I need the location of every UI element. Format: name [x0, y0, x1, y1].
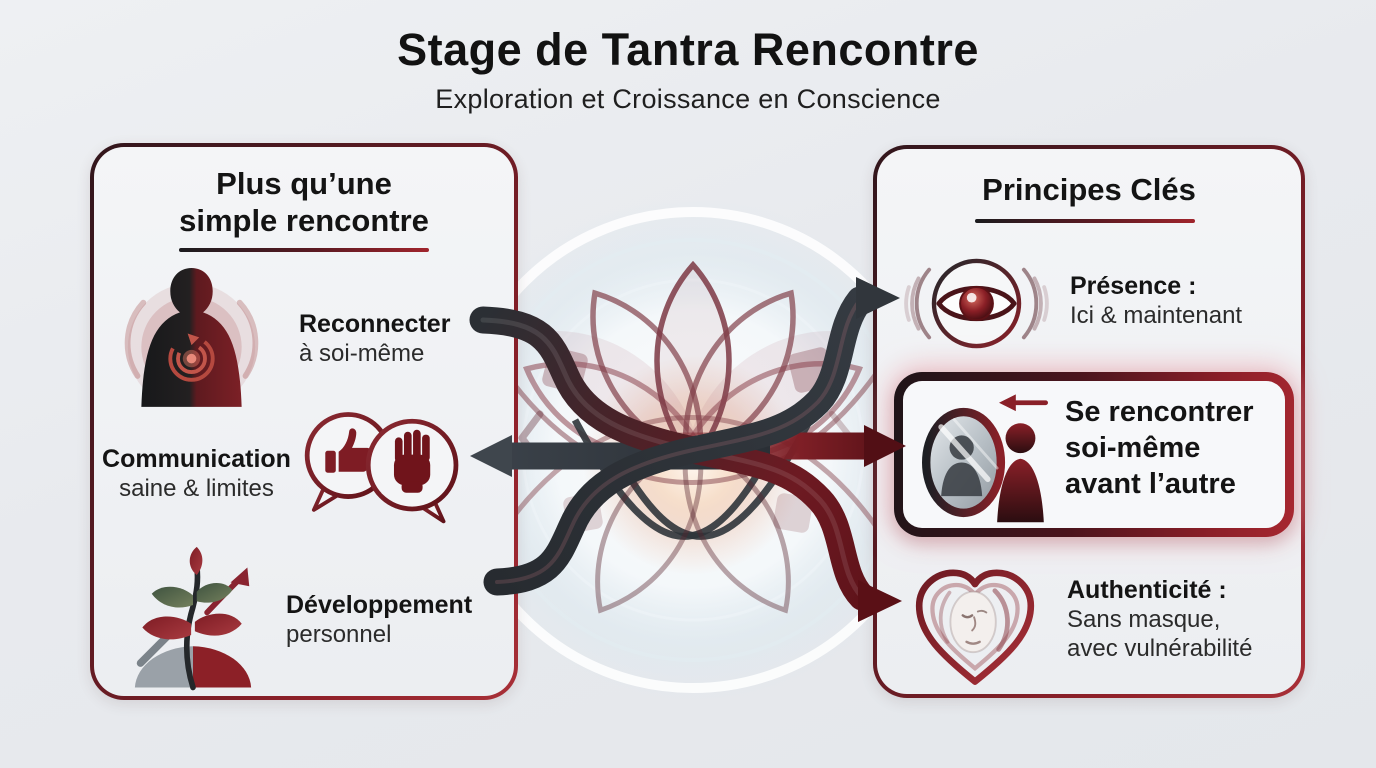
right-item-1-text: Présence : Ici & maintenant	[1070, 271, 1242, 330]
right-panel: Principes Clés	[873, 145, 1305, 698]
growth-plant-icon	[134, 546, 252, 691]
left-item-3-title: Développement	[286, 591, 473, 619]
communication-bubbles-icon	[304, 412, 459, 524]
left-item-3-text: Développement personnel	[286, 590, 472, 649]
left-heading-line2: simple rencontre	[179, 203, 429, 238]
inner-connection-icon	[124, 267, 259, 407]
left-item-1-title: Reconnecter	[299, 310, 451, 338]
page-subtitle: Exploration et Croissance en Conscience	[435, 84, 941, 114]
right-item-2-line1: Se rencontrer	[1065, 396, 1254, 428]
right-item-3-subtitle-2: avec vulnérabilité	[1067, 635, 1253, 662]
right-item-1-title: Présence :	[1070, 272, 1197, 300]
highlighted-principle-box: Se rencontrer soi-même avant l’autre	[894, 372, 1294, 537]
left-item-3-subtitle: personnel	[286, 621, 392, 648]
left-item-1-text: Reconnecter à soi-même	[299, 309, 450, 368]
left-panel: Plus qu’une simple rencontre	[90, 143, 518, 700]
presence-eye-icon	[904, 258, 1049, 349]
right-item-2-text: Se rencontrer soi-même avant l’autre	[1065, 394, 1254, 502]
left-item-2-text: Communication saine & limites	[94, 444, 299, 503]
left-heading-line1: Plus qu’une	[216, 166, 392, 201]
mirror-reflection-icon	[922, 394, 1048, 523]
left-panel-heading: Plus qu’une simple rencontre	[94, 165, 514, 239]
right-heading-underline	[975, 219, 1195, 223]
left-panel-body: Plus qu’une simple rencontre	[94, 147, 514, 696]
right-item-1-subtitle: Ici & maintenant	[1070, 302, 1243, 329]
right-item-3-title: Authenticité :	[1067, 576, 1227, 604]
right-panel-heading: Principes Clés	[982, 172, 1196, 207]
left-item-2-title: Communication	[102, 445, 291, 473]
right-item-2-line2: soi-même	[1065, 432, 1201, 464]
right-panel-body: Principes Clés	[877, 149, 1301, 694]
right-item-2-line3: avant l’autre	[1065, 468, 1236, 500]
left-item-2-subtitle: saine & limites	[119, 475, 274, 502]
highlighted-principle-body: Se rencontrer soi-même avant l’autre	[903, 381, 1285, 528]
heart-face-icon	[915, 569, 1035, 685]
right-item-3-subtitle-1: Sans masque,	[1067, 606, 1221, 633]
left-item-1-subtitle: à soi-même	[299, 340, 425, 367]
page-title: Stage de Tantra Rencontre	[397, 24, 979, 75]
left-heading-underline	[179, 248, 429, 252]
right-item-3-text: Authenticité : Sans masque, avec vulnéra…	[1067, 575, 1252, 663]
